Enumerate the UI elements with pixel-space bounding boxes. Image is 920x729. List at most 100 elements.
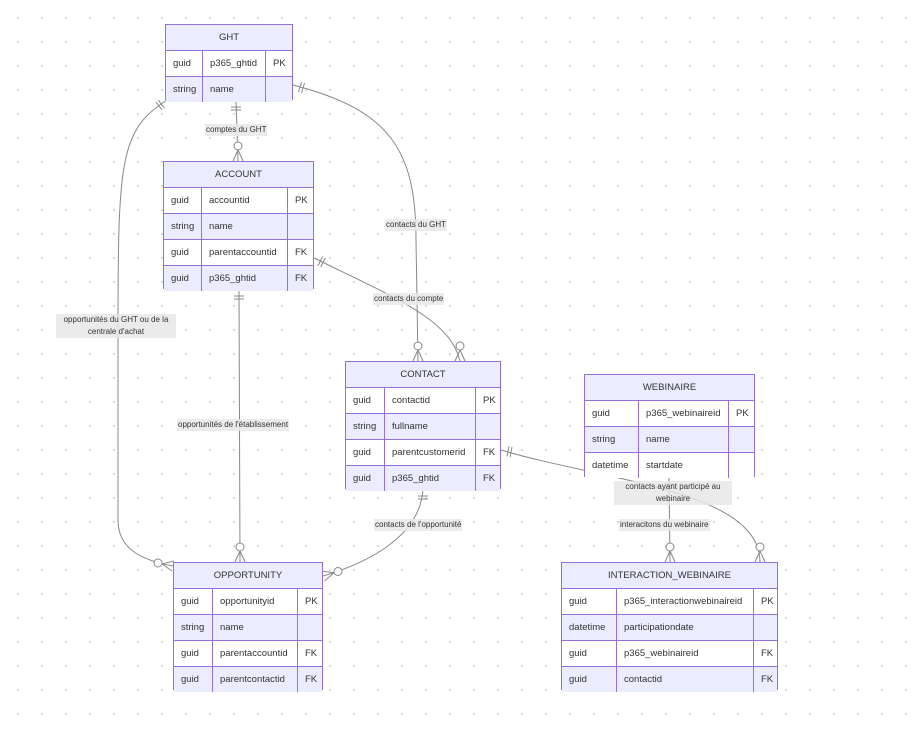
attr-name: parentaccountid <box>213 641 298 666</box>
entity-title: ACCOUNT <box>164 162 313 188</box>
cardinality-one-marker <box>301 82 305 94</box>
attr-name: p365_ghtid <box>202 266 288 291</box>
attr-type: datetime <box>562 615 617 640</box>
attr-key: PK <box>295 195 308 206</box>
crow-foot-marker <box>754 550 761 563</box>
relationship-label-contact-opportunity: contacts de l'opportunité <box>374 519 463 531</box>
attr-key: FK <box>295 247 308 258</box>
attr-type: guid <box>174 641 213 666</box>
entity-title: CONTACT <box>346 362 500 388</box>
attr-key <box>729 453 754 478</box>
attr-key: PK <box>736 408 749 419</box>
edge-account-contact <box>313 257 461 362</box>
attr-name: parentcontactid <box>213 667 298 692</box>
entity-account[interactable]: ACCOUNT guid accountid PK string name gu… <box>163 161 314 291</box>
attribute-row: string name <box>164 214 313 240</box>
attribute-row: datetime participationdate <box>562 615 777 641</box>
attribute-row: string name <box>585 427 754 453</box>
attr-type: string <box>166 77 203 102</box>
attr-key: FK <box>761 674 774 685</box>
cardinality-one-marker <box>298 81 302 93</box>
attr-type: guid <box>562 667 617 692</box>
edge-ght-opportunity <box>117 99 174 567</box>
cardinality-zero-marker <box>413 341 423 351</box>
attribute-row: guid p365_interactionwebinaireid PK <box>562 589 777 615</box>
attr-name: p365_ghtid <box>203 51 266 76</box>
attr-type: datetime <box>585 453 639 478</box>
attr-type: string <box>164 214 202 239</box>
attribute-row: guid opportunityid PK <box>174 589 322 615</box>
crow-foot-marker <box>321 570 335 574</box>
cardinality-one-marker <box>320 257 326 268</box>
cardinality-zero-marker <box>333 567 343 576</box>
attr-key: FK <box>295 273 308 284</box>
attr-type: guid <box>585 401 639 426</box>
relationship-label-ght-contact: contacts du GHT <box>385 219 448 231</box>
attr-key: PK <box>273 58 286 69</box>
crow-foot-marker <box>417 349 424 362</box>
attr-name: opportunityid <box>213 589 298 614</box>
crow-foot-marker <box>454 349 461 362</box>
relationship-label-ght-account: comptes du GHT <box>205 124 268 136</box>
attribute-row: guid accountid PK <box>164 188 313 214</box>
attribute-row: guid parentaccountid FK <box>174 641 322 667</box>
attr-key: FK <box>305 674 318 685</box>
cardinality-zero-marker <box>233 141 243 151</box>
crow-foot-marker <box>232 149 239 162</box>
attr-type: guid <box>166 51 203 76</box>
crow-foot-marker <box>664 550 671 563</box>
crow-foot-marker <box>237 149 244 162</box>
attr-type: guid <box>562 589 617 614</box>
attr-key <box>288 214 313 239</box>
attr-name: name <box>203 77 266 102</box>
entity-interaction-webinaire[interactable]: INTERACTION_WEBINAIRE guid p365_interact… <box>561 562 778 692</box>
attr-key: FK <box>483 447 496 458</box>
entity-opportunity[interactable]: OPPORTUNITY guid opportunityid PK string… <box>173 562 323 692</box>
attr-name: parentaccountid <box>202 240 288 265</box>
cardinality-zero-marker <box>755 542 765 552</box>
attribute-row: guid p365_webinaireid PK <box>585 401 754 427</box>
attr-name: name <box>202 214 288 239</box>
attribute-row: string name <box>174 615 322 641</box>
attr-name: contactid <box>385 388 476 413</box>
attr-type: guid <box>346 466 385 491</box>
relationship-label-ght-opportunity: opportunités du GHT ou de la centrale d'… <box>56 314 176 338</box>
entity-title: GHT <box>166 25 292 51</box>
attribute-row: guid p365_ghtid FK <box>346 466 500 491</box>
entity-contact[interactable]: CONTACT guid contactid PK string fullnam… <box>345 361 501 491</box>
attr-type: string <box>174 615 213 640</box>
crow-foot-marker <box>234 550 241 563</box>
crow-foot-marker <box>324 572 335 582</box>
attr-key: PK <box>761 596 774 607</box>
attr-name: name <box>639 427 729 452</box>
relationship-label-webinaire-interaction: interacitons du webinaire <box>619 519 710 531</box>
cardinality-zero-marker <box>153 558 163 568</box>
cardinality-one-marker <box>509 446 513 458</box>
crow-foot-marker <box>459 349 466 362</box>
attribute-row: guid parentcontactid FK <box>174 667 322 692</box>
entity-title: OPPORTUNITY <box>174 563 322 589</box>
attribute-row: string name <box>166 77 292 102</box>
attribute-row: guid contactid FK <box>562 667 777 692</box>
attribute-row: datetime startdate <box>585 453 754 478</box>
attribute-row: guid p365_webinaireid FK <box>562 641 777 667</box>
attr-type: guid <box>346 440 385 465</box>
edge-contact-opportunity <box>322 488 424 577</box>
attribute-row: string fullname <box>346 414 500 440</box>
attribute-row: guid p365_ghtid PK <box>166 51 292 77</box>
attr-name: p365_ghtid <box>385 466 476 491</box>
entity-webinaire[interactable]: WEBINAIRE guid p365_webinaireid PK strin… <box>584 374 755 478</box>
entity-ght[interactable]: GHT guid p365_ghtid PK string name <box>165 24 293 102</box>
attr-key: PK <box>305 596 318 607</box>
entity-title: WEBINAIRE <box>585 375 754 401</box>
attr-name: accountid <box>202 188 288 213</box>
attr-type: guid <box>164 266 202 291</box>
attribute-row: guid parentaccountid FK <box>164 240 313 266</box>
cardinality-zero-marker <box>235 542 245 552</box>
attr-name: name <box>213 615 298 640</box>
attr-name: participationdate <box>617 615 754 640</box>
cardinality-one-marker <box>157 99 165 109</box>
attr-key <box>729 427 754 452</box>
